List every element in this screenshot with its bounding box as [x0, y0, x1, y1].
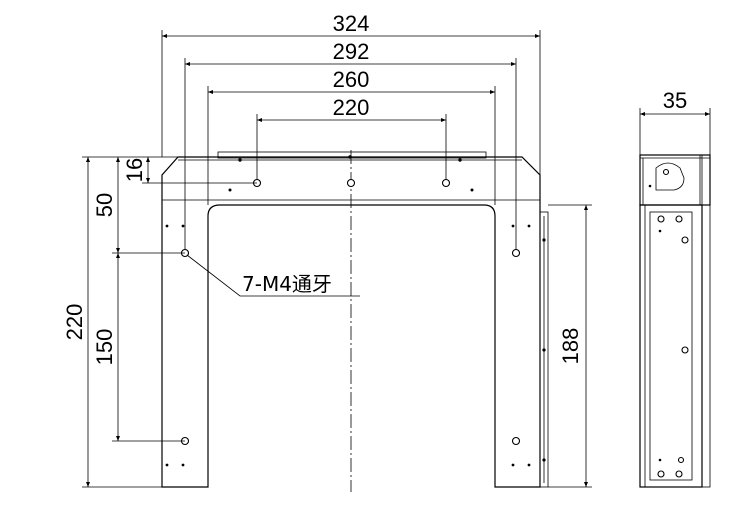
horizontal-dimensions: 324 292 260 220 — [161, 11, 541, 250]
dim-text-188: 188 — [558, 328, 583, 365]
dim-text-220-vertical: 220 — [62, 304, 87, 341]
tapped-hole-top-right — [441, 178, 451, 188]
tapped-hole-right-upper — [511, 248, 521, 258]
thread-callout: 7-M4通牙 — [186, 254, 360, 297]
side-top-block — [639, 154, 711, 206]
tapped-hole-right-lower — [511, 436, 521, 446]
side-main-column — [639, 204, 703, 488]
right-side-rail — [539, 211, 549, 488]
side-outer-rail — [701, 154, 711, 488]
dim-text-260: 260 — [333, 67, 370, 92]
side-cam-symbol — [655, 162, 685, 191]
dim-text-35: 35 — [663, 88, 687, 113]
right-vertical-dimension: 188 — [548, 204, 592, 488]
side-inner-panel — [649, 211, 693, 481]
dim-text-150: 150 — [92, 329, 117, 366]
side-view: 35 — [639, 88, 711, 488]
dim-text-292: 292 — [333, 39, 370, 64]
thread-note-text: 7-M4通牙 — [242, 272, 332, 296]
dim-text-324: 324 — [333, 11, 370, 36]
front-view — [161, 150, 549, 492]
small-screw-dots — [165, 155, 546, 467]
dim-text-16: 16 — [122, 158, 147, 182]
callout-leader — [186, 254, 360, 297]
tapped-hole-top-center — [346, 178, 356, 188]
top-mounting-strip — [217, 151, 487, 159]
dim-text-220: 220 — [333, 95, 370, 120]
dim-text-50: 50 — [92, 193, 117, 217]
left-vertical-dimensions: 16 50 150 220 — [62, 156, 257, 488]
